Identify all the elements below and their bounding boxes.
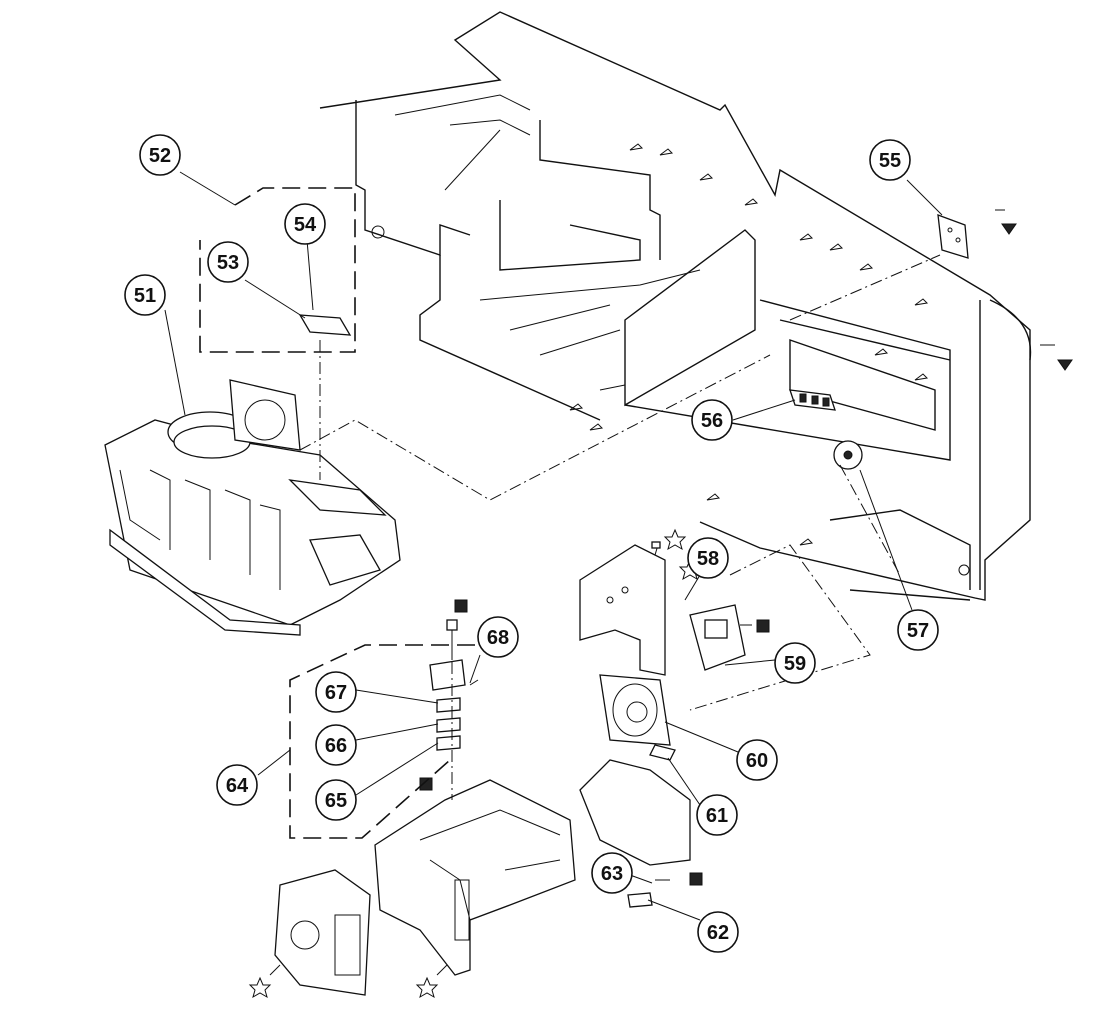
leader-lines — [164, 171, 943, 921]
callout-59-label: 59 — [784, 653, 806, 675]
callout-57-label: 57 — [907, 620, 929, 642]
part-56-board — [789, 389, 836, 411]
group-64-outline — [289, 644, 475, 839]
part-57-disc — [833, 440, 863, 470]
screw-marker-filled — [1001, 223, 1017, 235]
callout-61: 61 — [696, 794, 738, 836]
callout-56: 56 — [691, 399, 733, 441]
callout-67-label: 67 — [325, 682, 347, 704]
screw-marker-star — [415, 976, 439, 999]
part-64-group — [419, 599, 479, 791]
group-52-outline — [199, 187, 356, 353]
callout-68-label: 68 — [487, 627, 509, 649]
part-58-bracket — [579, 541, 666, 676]
part-61-housing — [579, 744, 691, 866]
part-62-63-clip — [627, 872, 703, 908]
callout-65-label: 65 — [325, 790, 347, 812]
callout-66: 66 — [315, 724, 357, 766]
screw-marker-square — [454, 599, 468, 613]
callout-63-label: 63 — [601, 863, 623, 885]
callout-58-label: 58 — [697, 548, 719, 570]
callout-51-label: 51 — [134, 285, 156, 307]
screw-marker-filled — [1057, 359, 1073, 371]
callout-60-label: 60 — [746, 750, 768, 772]
callout-64: 64 — [216, 764, 258, 806]
callout-55-label: 55 — [879, 150, 901, 172]
callout-60: 60 — [736, 739, 778, 781]
cabinet-frame — [319, 11, 1032, 601]
callout-52-label: 52 — [149, 145, 171, 167]
callout-64-label: 64 — [226, 775, 249, 797]
callout-51: 51 — [124, 274, 166, 316]
callout-65: 65 — [315, 779, 357, 821]
callout-62: 62 — [697, 911, 739, 953]
callout-68: 68 — [477, 616, 519, 658]
callout-53-label: 53 — [217, 252, 239, 274]
callout-61-label: 61 — [706, 805, 728, 827]
callout-59: 59 — [774, 642, 816, 684]
callout-52: 52 — [139, 134, 181, 176]
part-59-board — [689, 604, 770, 671]
callout-54-label: 54 — [294, 214, 317, 236]
part-53-lens — [298, 314, 352, 336]
callout-57: 57 — [897, 609, 939, 651]
callout-66-label: 66 — [325, 735, 347, 757]
callout-67: 67 — [315, 671, 357, 713]
callout-54: 54 — [284, 203, 326, 245]
screw-marker-star — [663, 528, 687, 551]
alignment-lines — [299, 254, 941, 800]
callout-55: 55 — [869, 139, 911, 181]
callout-56-label: 56 — [701, 410, 723, 432]
callout-63: 63 — [591, 852, 633, 894]
screw-marker-square — [756, 619, 770, 633]
screw-marker-square — [689, 872, 703, 886]
part-60-speaker — [599, 674, 671, 746]
callout-53: 53 — [207, 241, 249, 283]
part-left-module — [274, 869, 371, 996]
callout-58: 58 — [687, 537, 729, 579]
main-chassis-lower — [374, 779, 576, 976]
part-51-optical-block — [104, 379, 401, 636]
callout-62-label: 62 — [707, 922, 729, 944]
screw-marker-star — [248, 976, 272, 999]
part-55-bracket — [937, 209, 1073, 371]
